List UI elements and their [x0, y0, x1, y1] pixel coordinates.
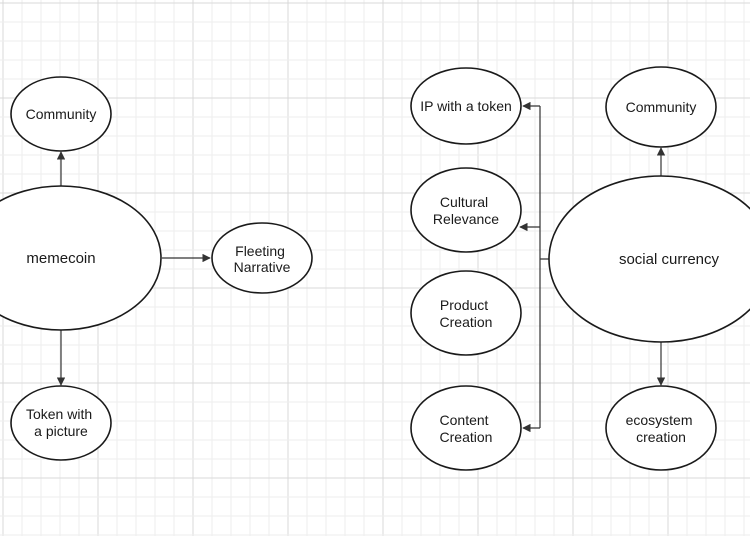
- edge-social-currency-bracket: [539, 106, 549, 428]
- ecosystem-creation-label: ecosystem creation: [626, 412, 697, 445]
- token-with-picture-line-1: Token with: [26, 406, 92, 422]
- community-node[interactable]: Community: [10, 76, 112, 152]
- product-creation-line-2: Creation: [440, 314, 493, 330]
- content-creation-label: Content Creation: [440, 412, 493, 445]
- community-node-right[interactable]: Community: [605, 66, 717, 148]
- community-node-label: Community: [26, 106, 97, 122]
- cultural-relevance-line-2: Relevance: [433, 211, 499, 227]
- ecosystem-creation-node[interactable]: ecosystem creation: [605, 385, 717, 471]
- community-node-right-label: Community: [626, 99, 697, 115]
- social-currency-diagram: IP with a token Cultural Relevance Produ…: [410, 66, 750, 471]
- fleeting-narrative-label: Fleeting Narrative: [234, 243, 291, 275]
- product-creation-node[interactable]: Product Creation: [410, 270, 522, 356]
- ip-with-token-node[interactable]: IP with a token: [410, 67, 522, 145]
- fleeting-narrative-line-1: Fleeting: [235, 243, 285, 259]
- content-creation-line-1: Content: [440, 412, 489, 428]
- ecosystem-creation-line-1: ecosystem: [626, 412, 693, 428]
- product-creation-label: Product Creation: [440, 297, 493, 330]
- fleeting-narrative-node[interactable]: Fleeting Narrative: [211, 222, 313, 294]
- ip-with-token-label: IP with a token: [420, 98, 512, 114]
- social-currency-node[interactable]: social currency: [548, 175, 750, 343]
- product-creation-line-1: Product: [440, 297, 488, 313]
- token-with-picture-label: Token with a picture: [26, 406, 96, 439]
- cultural-relevance-node[interactable]: Cultural Relevance: [410, 167, 522, 253]
- fleeting-narrative-line-2: Narrative: [234, 259, 291, 275]
- content-creation-line-2: Creation: [440, 429, 493, 445]
- cultural-relevance-label: Cultural Relevance: [433, 194, 499, 227]
- social-currency-node-label: social currency: [619, 251, 720, 268]
- memecoin-node-label: memecoin: [26, 250, 95, 267]
- memecoin-node[interactable]: memecoin: [0, 185, 162, 331]
- cultural-relevance-line-1: Cultural: [440, 194, 488, 210]
- token-with-picture-node[interactable]: Token with a picture: [10, 385, 112, 461]
- token-with-picture-line-2: a picture: [34, 423, 88, 439]
- memecoin-diagram: Community memecoin Fleeting Narrative To…: [0, 76, 313, 461]
- content-creation-node[interactable]: Content Creation: [410, 385, 522, 471]
- ecosystem-creation-line-2: creation: [636, 429, 686, 445]
